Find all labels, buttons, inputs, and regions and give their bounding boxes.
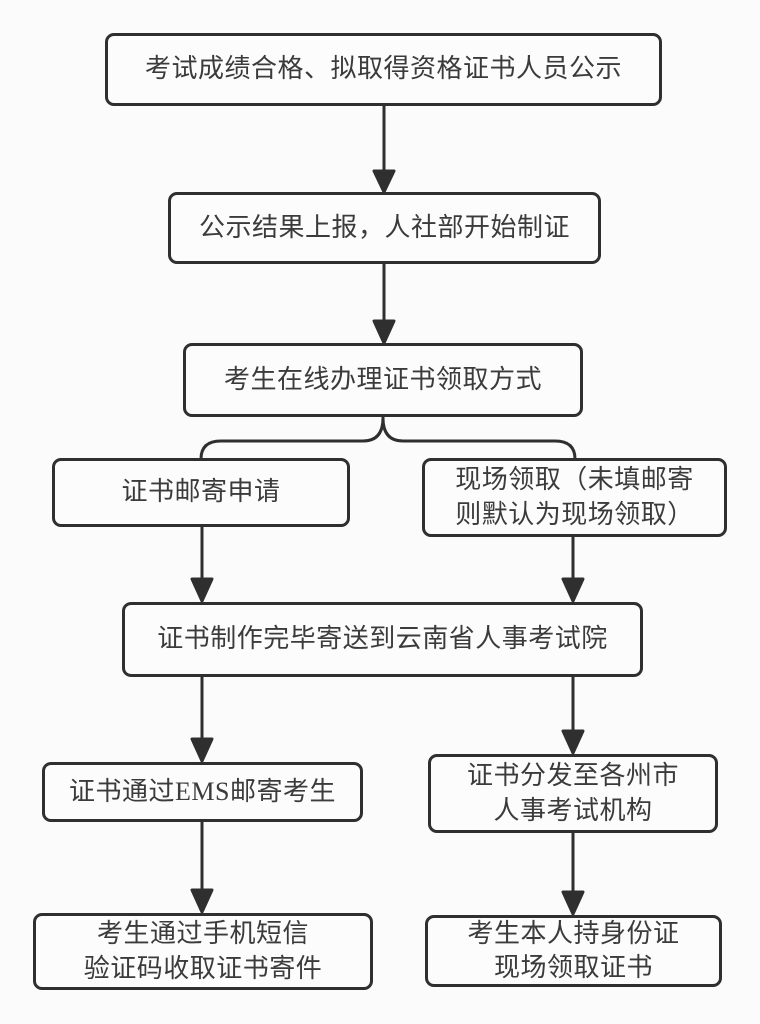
edge-ems-sms-receive	[190, 820, 214, 914]
edge-brace-split	[199, 416, 577, 461]
edge-mail-apply-sent	[190, 525, 214, 603]
node-ems-mail: 证书通过EMS邮寄考生	[42, 762, 363, 822]
node-ems-mail-label: 证书通过EMS邮寄考生	[69, 776, 336, 806]
edge-distribute-pickup	[561, 831, 585, 916]
node-sms-receive: 考生通过手机短信 验证码收取证书寄件	[33, 913, 373, 990]
edge-sent-distribute	[561, 675, 585, 755]
node-distribute-label: 证书分发至各州市 人事考试机构	[466, 761, 679, 825]
node-sent-to-yn: 证书制作完毕寄送到云南省人事考试院	[122, 602, 643, 677]
node-onsite-pickup: 考生本人持身份证 现场领取证书	[425, 915, 722, 987]
edge-report-choose-method	[372, 262, 396, 345]
node-sent-to-yn-label: 证书制作完毕寄送到云南省人事考试院	[157, 624, 608, 654]
node-onsite-pickup-label: 考生本人持身份证 现场领取证书	[467, 918, 680, 982]
edge-sent-ems-mail	[190, 675, 214, 763]
node-publicity: 考试成绩合格、拟取得资格证书人员公示	[105, 33, 662, 106]
node-sms-receive-label: 考生通过手机短信 验证码收取证书寄件	[83, 919, 323, 983]
node-mail-apply: 证书邮寄申请	[52, 458, 350, 527]
node-onsite-default-label: 现场领取（未填邮寄 则默认为现场领取）	[455, 465, 694, 529]
node-publicity-label: 考试成绩合格、拟取得资格证书人员公示	[144, 54, 622, 84]
node-distribute: 证书分发至各州市 人事考试机构	[428, 754, 718, 833]
node-choose-method-label: 考生在线办理证书领取方式	[223, 364, 542, 394]
node-report: 公示结果上报，人社部开始制证	[168, 192, 601, 264]
node-report-label: 公示结果上报，人社部开始制证	[198, 212, 570, 242]
node-onsite-default: 现场领取（未填邮寄 则默认为现场领取）	[422, 458, 727, 537]
node-choose-method: 考生在线办理证书领取方式	[183, 343, 583, 417]
edge-onsite-default-sent	[561, 535, 585, 603]
edge-publicity-report	[372, 104, 396, 194]
node-mail-apply-label: 证书邮寄申请	[121, 477, 281, 507]
